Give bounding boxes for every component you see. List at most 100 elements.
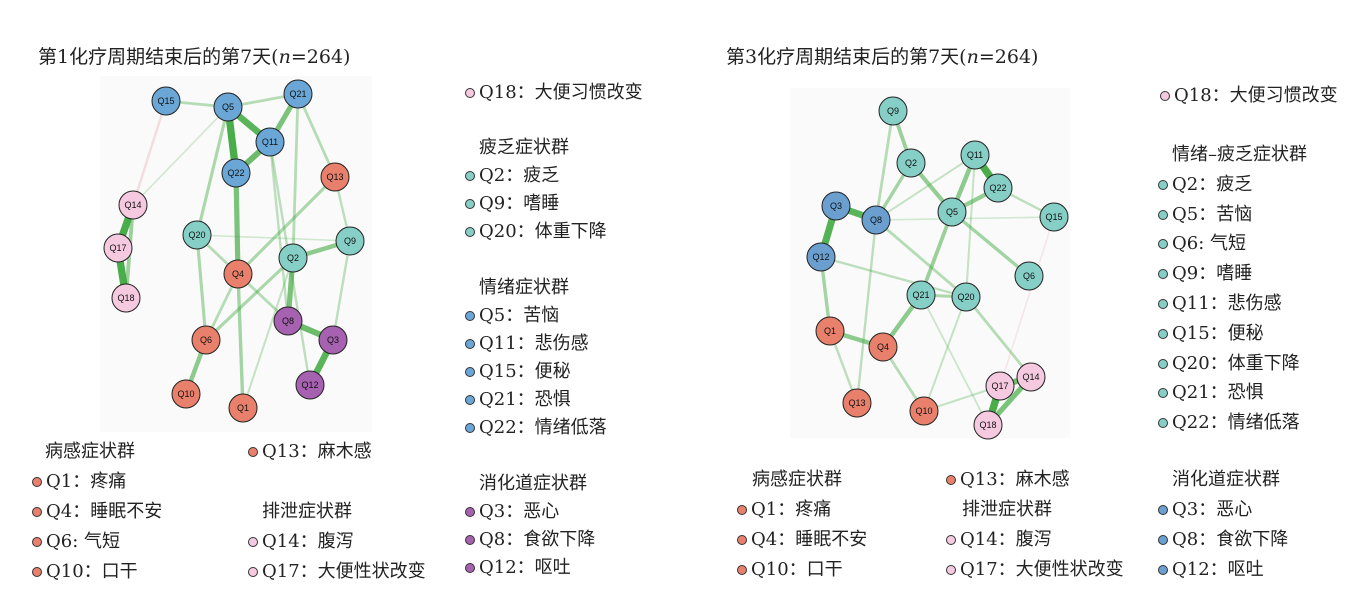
node-circle <box>985 371 1015 401</box>
title-suffix: =264) <box>290 46 351 68</box>
node-circle <box>1014 261 1044 291</box>
legend-label: Q18：大便习惯改变 <box>479 82 643 103</box>
legend-dot-icon <box>1158 299 1168 309</box>
legend-label: Q22：情绪低落 <box>1172 412 1300 434</box>
node-label: Q15 <box>157 96 174 106</box>
node-label: Q21 <box>912 290 929 300</box>
node-label: Q3 <box>327 335 339 345</box>
legend-label: Q13：麻木感 <box>960 469 1070 490</box>
node-Q14: Q14 <box>118 190 148 220</box>
node-circle <box>1016 362 1046 392</box>
node-label: Q18 <box>979 420 996 430</box>
edge-Q13-Q4 <box>236 175 337 276</box>
legend-item: Q22：情绪低落 <box>465 417 607 439</box>
node-Q14: Q14 <box>1016 362 1046 392</box>
node-circle <box>878 96 908 126</box>
node-circle <box>283 79 313 109</box>
node-Q3: Q3 <box>318 325 348 355</box>
legend-label: Q15：便秘 <box>479 361 571 382</box>
node-label: Q5 <box>946 207 958 217</box>
node-Q11: Q11 <box>960 140 990 170</box>
node-circle <box>213 92 243 122</box>
node-label: Q8 <box>282 316 294 326</box>
node-Q1: Q1 <box>815 316 845 346</box>
legend-item: Q21：恐惧 <box>465 389 571 411</box>
node-label: Q20 <box>957 292 974 302</box>
node-Q22: Q22 <box>983 173 1013 203</box>
legend-item: Q17：大便性状改变 <box>248 561 426 583</box>
node-label: Q5 <box>222 102 234 112</box>
node-circle <box>983 173 1013 203</box>
legend-label: Q12：呕吐 <box>479 557 571 578</box>
node-circle <box>318 325 348 355</box>
legend-item: Q20：体重下降 <box>465 221 607 243</box>
node-Q21: Q21 <box>283 79 313 109</box>
legend-label: Q4：睡眠不安 <box>46 501 163 522</box>
node-Q6: Q6 <box>191 325 221 355</box>
node-circle <box>973 410 1003 440</box>
node-circle <box>806 242 836 272</box>
node-circle <box>896 148 926 178</box>
legend-dot-icon <box>1158 388 1168 399</box>
node-circle <box>111 283 141 313</box>
node-label: Q2 <box>287 253 299 263</box>
node-label: Q8 <box>870 215 882 225</box>
legend-group-heading: 情绪–疲乏症状群 <box>1172 144 1307 165</box>
legend-item: Q20：体重下降 <box>1158 353 1300 375</box>
legend-item: Q14：腹泻 <box>248 531 354 553</box>
legend-item: Q1：疼痛 <box>32 471 126 493</box>
edge-Q21-Q18 <box>920 294 989 426</box>
node-label: Q9 <box>887 106 899 116</box>
legend-dot-icon <box>1158 239 1168 250</box>
legend-dot-icon <box>32 507 42 517</box>
legend-dot-icon <box>1158 328 1168 339</box>
legend-label: Q13：麻木感 <box>262 441 372 462</box>
legend-item: Q6: 气短 <box>1158 233 1246 255</box>
node-Q2: Q2 <box>896 148 926 178</box>
edge-Q20-Q9 <box>196 234 351 242</box>
legend-label: Q6: 气短 <box>1172 233 1246 255</box>
legend-label: Q5：苦恼 <box>1172 203 1253 225</box>
node-Q20: Q20 <box>182 220 212 250</box>
legend-dot-icon <box>1158 269 1168 280</box>
legend-item: Q12：呕吐 <box>1158 559 1264 581</box>
legend-label: Q5：苦恼 <box>479 305 560 326</box>
legend-dot-icon <box>465 311 475 321</box>
legend-dot-icon <box>465 171 475 181</box>
legend-label: Q21：恐惧 <box>479 389 571 410</box>
node-Q11: Q11 <box>255 127 285 157</box>
legend-label: Q10：口干 <box>46 561 138 582</box>
node-label: Q3 <box>830 201 842 211</box>
legend-label: Q17：大便性状改变 <box>262 561 426 582</box>
legend-group-heading: 消化道症状群 <box>1172 469 1280 490</box>
node-label: Q11 <box>967 150 983 160</box>
legend-item: Q1：疼痛 <box>737 499 831 521</box>
node-Q15: Q15 <box>1039 202 1069 232</box>
legend-item: Q13：麻木感 <box>946 469 1070 491</box>
legend-dot-icon <box>465 339 475 349</box>
legend-label: Q9：嗜睡 <box>1172 263 1253 285</box>
node-circle <box>951 282 981 312</box>
panel-1-title: 第1化疗周期结束后的第7天(n=264) <box>38 42 350 69</box>
legend-item: Q10：口干 <box>32 561 138 583</box>
legend-group-heading: 疲乏症状群 <box>479 137 569 158</box>
edge-Q9-Q8 <box>874 110 895 221</box>
edge-Q15-Q14 <box>131 100 168 206</box>
node-Q4: Q4 <box>223 259 253 289</box>
node-Q20: Q20 <box>951 282 981 312</box>
node-label: Q17 <box>991 381 1008 391</box>
edge-Q9-Q3 <box>331 240 352 341</box>
node-Q9: Q9 <box>878 96 908 126</box>
node-Q17: Q17 <box>103 233 133 263</box>
legend-label: Q10：口干 <box>751 559 843 580</box>
node-label: Q1 <box>237 403 249 413</box>
node-label: Q12 <box>812 252 829 262</box>
edge-Q5-Q20 <box>195 106 230 236</box>
legend-item: Q3：恶心 <box>1158 499 1252 521</box>
legend-item: Q15：便秘 <box>1158 323 1264 345</box>
node-label: Q17 <box>109 243 126 253</box>
node-label: Q9 <box>344 236 356 246</box>
legend-dot-icon <box>1158 505 1168 515</box>
node-circle <box>273 306 303 336</box>
